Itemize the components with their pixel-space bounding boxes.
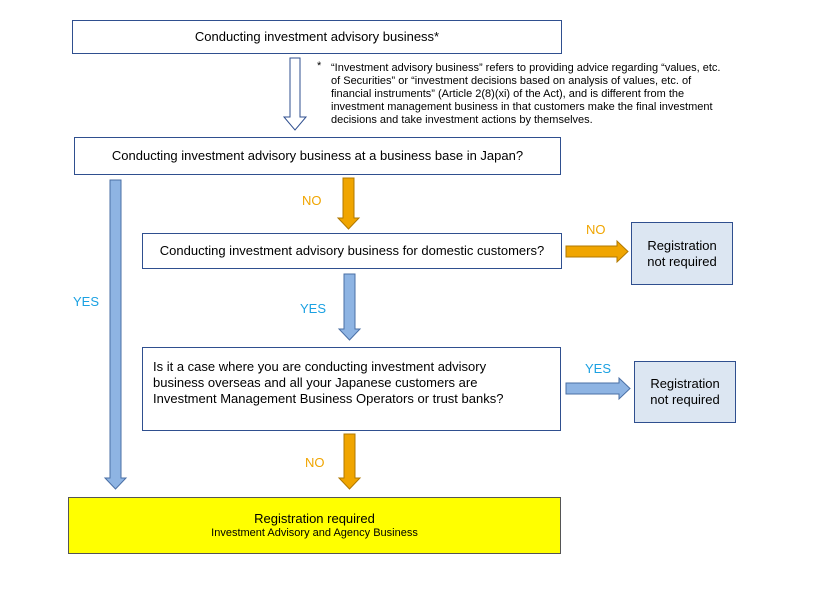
- label-yes-q2: YES: [300, 301, 327, 316]
- footnote-line: “Investment advisory business” refers to…: [331, 62, 721, 74]
- label-no-q2: NO: [586, 222, 606, 237]
- result-1-line: Registration: [647, 237, 717, 253]
- no-arrow-q1: [336, 177, 361, 230]
- question-3-line: Is it a case where you are conducting in…: [153, 359, 487, 374]
- label-yes-q1: YES: [73, 294, 100, 309]
- yes-arrow-q1: [103, 179, 128, 490]
- question-2-text: Conducting investment advisory business …: [159, 243, 545, 258]
- question-1-text: Conducting investment advisory business …: [111, 148, 524, 163]
- footnote-line: financial instruments” (Article 2(8)(xi)…: [331, 88, 685, 100]
- label-yes-q3: YES: [585, 361, 612, 376]
- question-business-base-japan: Conducting investment advisory business …: [74, 137, 561, 175]
- footnote-line: of Securities” or “investment decisions …: [331, 75, 692, 87]
- label-no-q3: NO: [305, 455, 325, 470]
- question-3-line: business overseas and all your Japanese …: [153, 375, 478, 390]
- advisory-business-box: Conducting investment advisory business*: [72, 20, 562, 54]
- yes-arrow-q3: [565, 376, 631, 401]
- footnote: “Investment advisory business” refers to…: [331, 62, 771, 127]
- no-arrow-q2: [565, 239, 629, 264]
- result-2-line: Registration: [650, 376, 720, 391]
- result-2-line: not required: [650, 392, 720, 407]
- question-3-line: Investment Management Business Operators…: [153, 391, 504, 406]
- question-domestic-customers: Conducting investment advisory business …: [142, 233, 562, 269]
- registration-required-box: Registration required Investment Advisor…: [68, 497, 561, 554]
- label-no-q1: NO: [302, 193, 322, 208]
- registration-not-required-box-2: Registration not required: [634, 361, 736, 423]
- advisory-business-text: Conducting investment advisory business*: [194, 29, 440, 44]
- yes-arrow-q2: [337, 273, 362, 341]
- registration-not-required-box-1: Registration not required: [631, 222, 733, 285]
- final-title: Registration required: [254, 511, 375, 526]
- footnote-marker: *: [317, 60, 322, 72]
- result-1-line: not required: [647, 253, 717, 269]
- no-arrow-q3: [337, 433, 362, 490]
- final-subtitle: Investment Advisory and Agency Business: [211, 527, 418, 539]
- hollow-down-arrow: [282, 57, 308, 131]
- footnote-line: investment management business in that c…: [331, 101, 713, 113]
- footnote-line: decisions and take investment actions by…: [331, 114, 593, 126]
- question-overseas-customers: Is it a case where you are conducting in…: [142, 347, 561, 431]
